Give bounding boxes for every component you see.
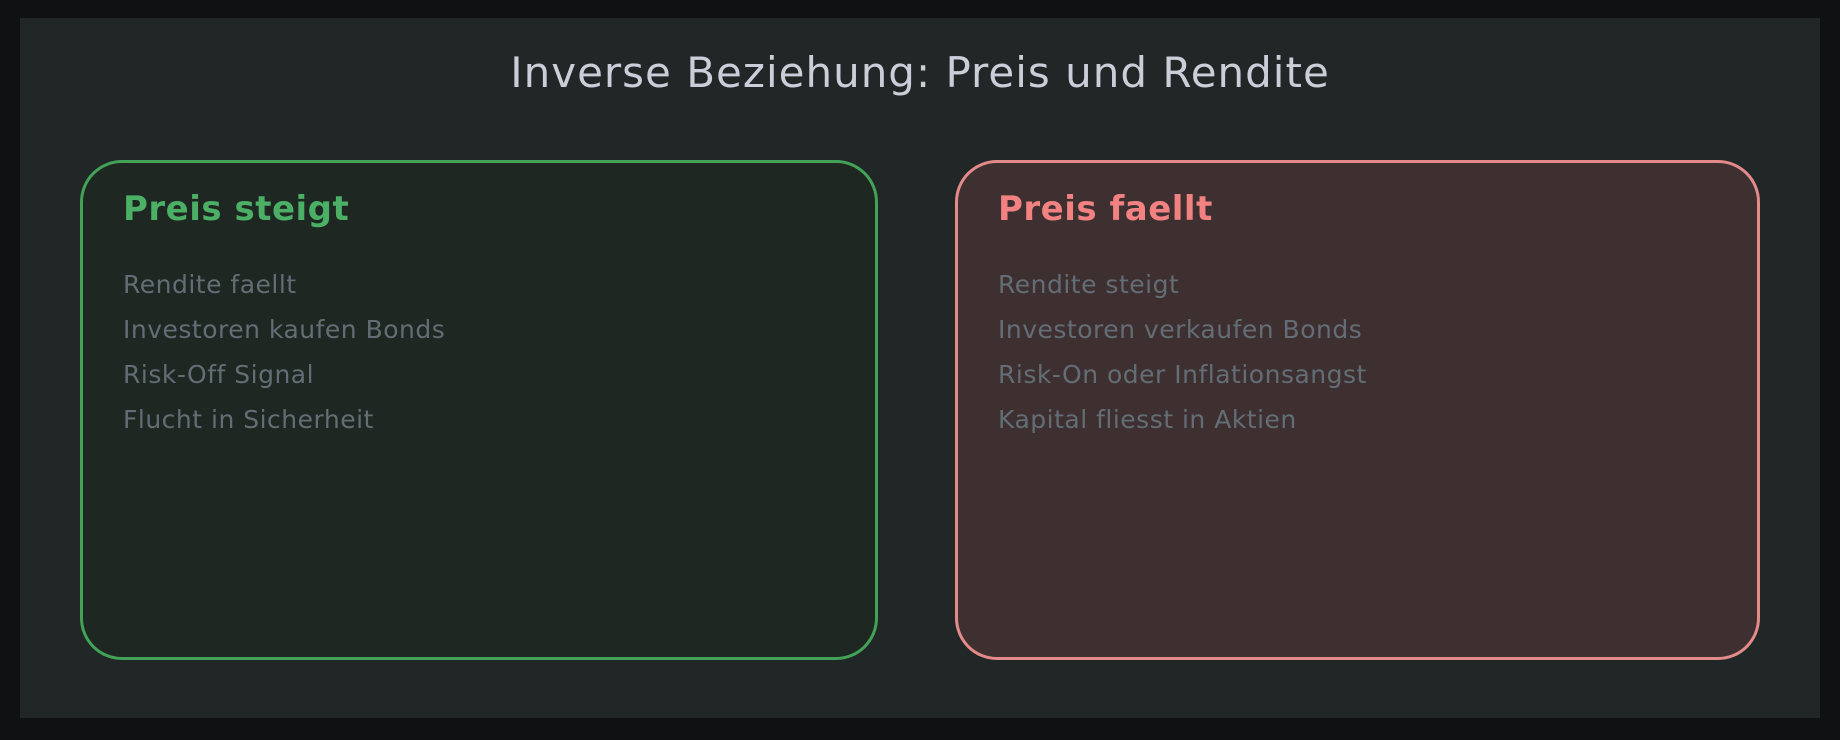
card-item: Risk-On oder Inflationsangst: [998, 359, 1367, 389]
card-preis-steigt-title: Preis steigt: [123, 189, 350, 229]
card-preis-faellt-items: Rendite steigt Investoren verkaufen Bond…: [998, 262, 1717, 442]
card-preis-faellt[interactable]: Preis faellt Rendite steigt Investoren v…: [955, 160, 1760, 660]
card-item: Rendite steigt: [998, 269, 1180, 299]
card-preis-steigt[interactable]: Preis steigt Rendite faellt Investoren k…: [80, 160, 878, 660]
card-item: Risk-Off Signal: [123, 359, 315, 389]
card-preis-steigt-items: Rendite faellt Investoren kaufen Bonds R…: [123, 262, 835, 442]
card-preis-faellt-title: Preis faellt: [998, 189, 1213, 229]
card-item: Kapital fliesst in Aktien: [998, 404, 1297, 434]
diagram-title: Inverse Beziehung: Preis und Rendite: [510, 48, 1330, 97]
card-item: Flucht in Sicherheit: [123, 404, 374, 434]
card-item: Investoren kaufen Bonds: [123, 314, 446, 344]
diagram-canvas: Inverse Beziehung: Preis und Rendite Pre…: [20, 18, 1820, 718]
card-item: Investoren verkaufen Bonds: [998, 314, 1363, 344]
card-item: Rendite faellt: [123, 269, 297, 299]
